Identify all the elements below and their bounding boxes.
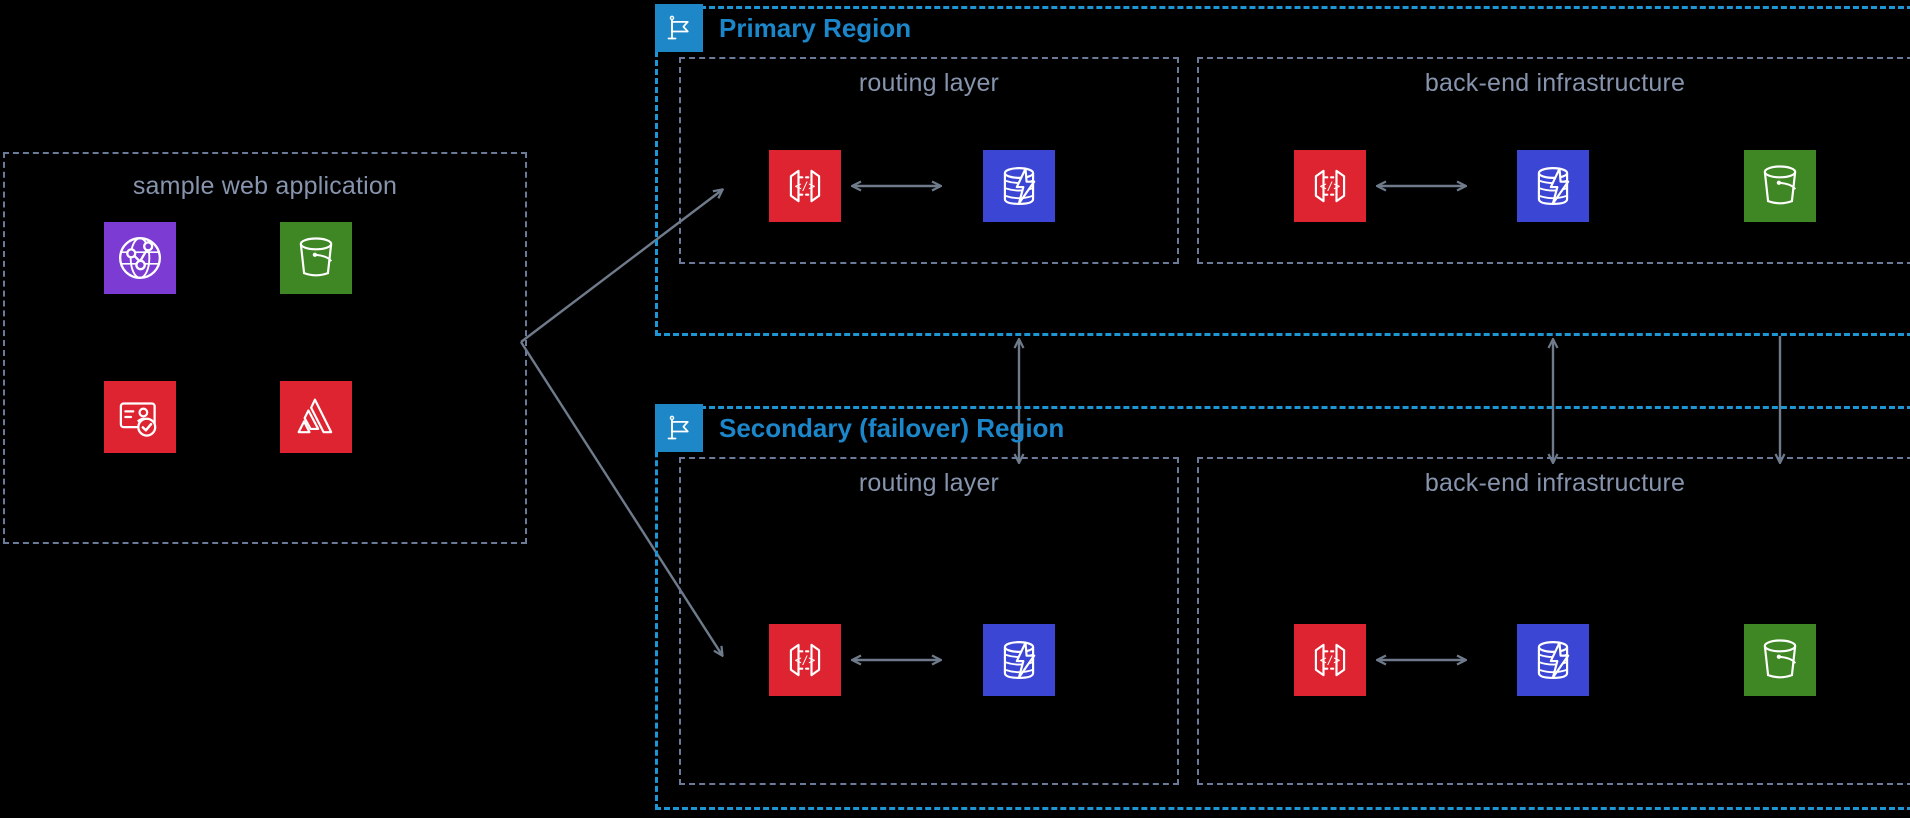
secondary-backend-infrastructure-caption: back-end infrastructure (1424, 469, 1686, 497)
primary-routing-dynamodb-icon[interactable] (983, 150, 1055, 222)
sample-web-application-caption: sample web application (132, 172, 398, 200)
sample-web-application-box: sample web application (3, 152, 527, 544)
secondary-backend-infrastructure-box: back-end infrastructure (1197, 457, 1910, 785)
svg-text:</>: </> (795, 653, 816, 667)
svg-text:</>: </> (1320, 653, 1341, 667)
secondary-backend-dynamodb-icon[interactable] (1517, 624, 1589, 696)
secondary-backend-api-gateway-icon[interactable]: </> (1294, 624, 1366, 696)
primary-backend-infrastructure-box: back-end infrastructure (1197, 57, 1910, 264)
secondary-routing-api-gateway-icon[interactable]: </> (769, 624, 841, 696)
cloudfront-icon[interactable] (104, 222, 176, 294)
primary-region-header: Primary Region (655, 4, 911, 52)
amplify-icon[interactable] (280, 381, 352, 453)
primary-backend-infrastructure-caption: back-end infrastructure (1424, 69, 1686, 97)
svg-text:</>: </> (1320, 179, 1341, 193)
secondary-backend-s3-bucket-icon[interactable] (1744, 624, 1816, 696)
secondary-region-title: Secondary (failover) Region (719, 412, 1065, 443)
flag-icon (655, 404, 703, 452)
svg-text:</>: </> (795, 179, 816, 193)
primary-backend-s3-bucket-icon[interactable] (1744, 150, 1816, 222)
secondary-routing-dynamodb-icon[interactable] (983, 624, 1055, 696)
cognito-icon[interactable] (104, 381, 176, 453)
primary-routing-api-gateway-icon[interactable]: </> (769, 150, 841, 222)
primary-backend-dynamodb-icon[interactable] (1517, 150, 1589, 222)
primary-backend-api-gateway-icon[interactable]: </> (1294, 150, 1366, 222)
secondary-routing-layer-box: routing layer (679, 457, 1179, 785)
primary-region-box (655, 6, 1910, 336)
primary-routing-layer-caption: routing layer (858, 69, 1000, 97)
s3-bucket-icon[interactable] (280, 222, 352, 294)
flag-icon (655, 4, 703, 52)
primary-region-title: Primary Region (719, 12, 912, 43)
secondary-region-box (655, 406, 1910, 810)
secondary-region-header: Secondary (failover) Region (655, 404, 1064, 452)
primary-routing-layer-box: routing layer (679, 57, 1179, 264)
secondary-routing-layer-caption: routing layer (858, 469, 1000, 497)
